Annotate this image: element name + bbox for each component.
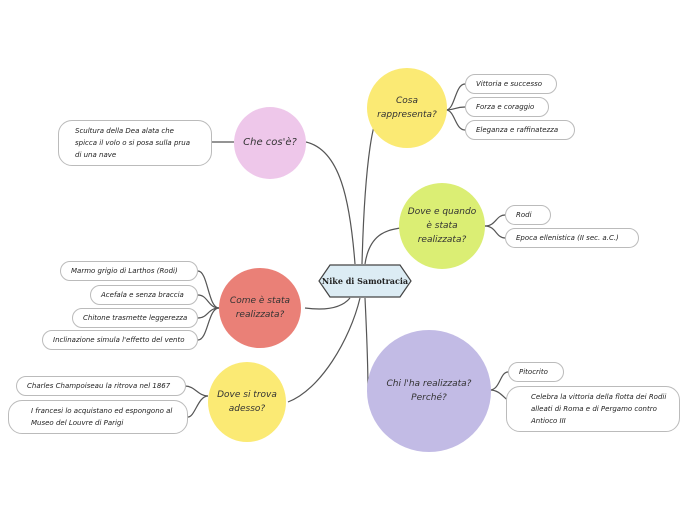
chi-item-1-label: Pitocrito bbox=[519, 368, 548, 376]
link-come-2 bbox=[197, 294, 220, 309]
cosa-item-1[interactable]: Vittoria e successo bbox=[465, 74, 557, 94]
topic-che-cose[interactable]: Che cos'è? bbox=[234, 107, 306, 179]
che-cose-item-1[interactable]: Scultura della Dea alata che spicca il v… bbox=[58, 120, 212, 166]
topic-chi-label: Chi l'ha realizzata? Perché? bbox=[386, 379, 472, 403]
dove-trova-item-2[interactable]: I francesi lo acquistano ed espongono al… bbox=[8, 400, 188, 434]
dove-trova-item-2-label: I francesi lo acquistano ed espongono al… bbox=[31, 407, 173, 427]
link-cosa-1 bbox=[445, 83, 466, 111]
come-item-2[interactable]: Acefala e senza braccia bbox=[90, 285, 198, 305]
central-shape bbox=[318, 264, 412, 298]
link-come-4 bbox=[197, 307, 220, 341]
central-node[interactable]: Nike di Samotracia bbox=[318, 264, 412, 298]
link-center-cosa bbox=[361, 118, 379, 265]
link-dq-1 bbox=[484, 214, 506, 227]
che-cose-item-1-label: Scultura della Dea alata che spicca il v… bbox=[75, 127, 190, 159]
come-item-3[interactable]: Chitone trasmette leggerezza bbox=[72, 308, 198, 328]
topic-come[interactable]: Come è stata realizzata? bbox=[219, 268, 301, 348]
cosa-item-2-label: Forza e coraggio bbox=[476, 103, 535, 111]
link-center-che-cose bbox=[305, 141, 356, 265]
topic-dove-quando[interactable]: Dove e quando è stata realizzata? bbox=[399, 183, 485, 269]
link-cosa-3 bbox=[445, 109, 466, 131]
dove-quando-item-1[interactable]: Rodi bbox=[505, 205, 551, 225]
dove-quando-item-2-label: Epoca ellenistica (II sec. a.C.) bbox=[516, 234, 619, 242]
link-center-come bbox=[304, 297, 351, 310]
come-item-2-label: Acefala e senza braccia bbox=[101, 291, 184, 299]
dove-trova-item-1[interactable]: Charles Champoiseau la ritrova nel 1867 bbox=[16, 376, 186, 396]
topic-cosa-label: Cosa rappresenta? bbox=[377, 96, 437, 120]
come-item-4-label: Inclinazione simula l'effetto del vento bbox=[53, 336, 185, 344]
cosa-item-3[interactable]: Eleganza e raffinatezza bbox=[465, 120, 575, 140]
topic-dove-quando-label: Dove e quando è stata realizzata? bbox=[407, 207, 477, 245]
come-item-1[interactable]: Marmo grigio di Larthos (Rodi) bbox=[60, 261, 198, 281]
central-label: Nike di Samotracia bbox=[321, 276, 409, 286]
dove-quando-item-2[interactable]: Epoca ellenistica (II sec. a.C.) bbox=[505, 228, 639, 248]
come-item-1-label: Marmo grigio di Larthos (Rodi) bbox=[71, 267, 178, 275]
topic-dove-trova-label: Dove si trova adesso? bbox=[217, 390, 277, 414]
cosa-item-3-label: Eleganza e raffinatezza bbox=[476, 126, 559, 134]
dove-quando-item-1-label: Rodi bbox=[516, 211, 532, 219]
chi-item-1[interactable]: Pitocrito bbox=[508, 362, 564, 382]
chi-item-2[interactable]: Celebra la vittoria della flotta dei Rod… bbox=[506, 386, 680, 432]
topic-dove-trova[interactable]: Dove si trova adesso? bbox=[208, 362, 286, 442]
link-center-dove-trova bbox=[287, 297, 361, 403]
link-dq-2 bbox=[484, 225, 506, 239]
link-chi-1 bbox=[489, 371, 509, 391]
topic-cosa-rappresenta[interactable]: Cosa rappresenta? bbox=[367, 68, 447, 148]
chi-item-2-label: Celebra la vittoria della flotta dei Rod… bbox=[531, 393, 667, 425]
link-dt-1 bbox=[184, 385, 209, 397]
dove-trova-item-1-label: Charles Champoiseau la ritrova nel 1867 bbox=[27, 382, 171, 390]
link-come-1 bbox=[197, 270, 220, 309]
come-item-3-label: Chitone trasmette leggerezza bbox=[83, 314, 188, 322]
cosa-item-1-label: Vittoria e successo bbox=[476, 80, 543, 88]
topic-come-label: Come è stata realizzata? bbox=[229, 296, 291, 320]
link-center-dove-quando bbox=[364, 227, 401, 265]
topic-che-cose-label: Che cos'è? bbox=[243, 137, 297, 148]
cosa-item-2[interactable]: Forza e coraggio bbox=[465, 97, 549, 117]
come-item-4[interactable]: Inclinazione simula l'effetto del vento bbox=[42, 330, 198, 350]
link-dt-2 bbox=[187, 395, 209, 418]
topic-chi[interactable]: Chi l'ha realizzata? Perché? bbox=[367, 330, 491, 452]
